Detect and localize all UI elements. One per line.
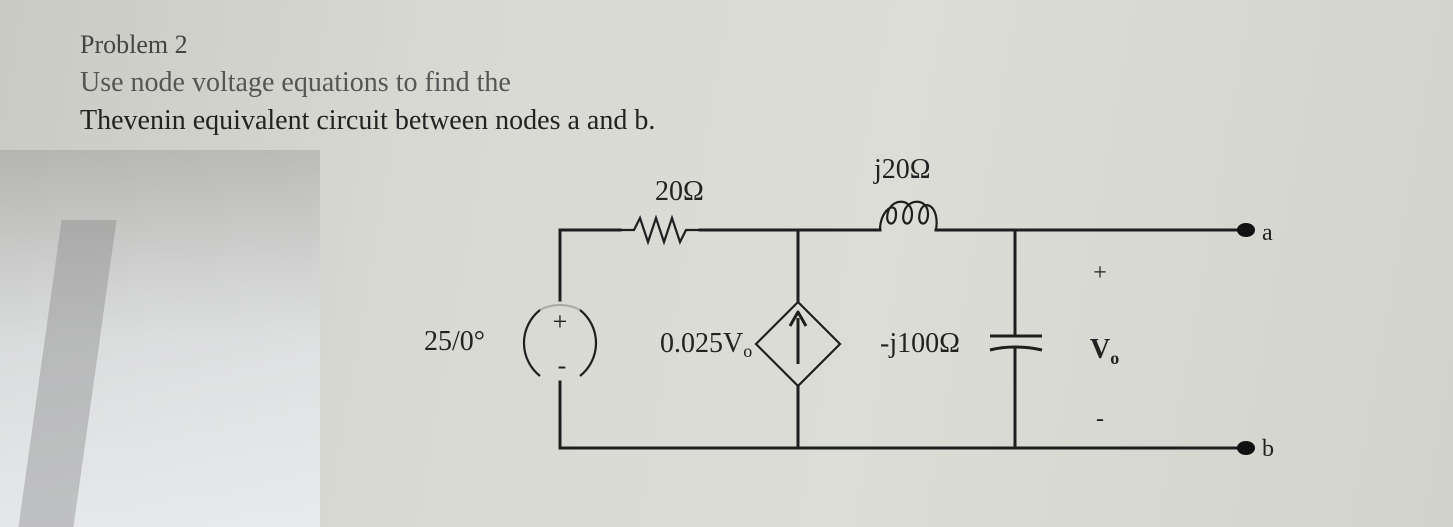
dependent-source-label: 0.025Vo [660,328,752,361]
output-voltage-label: Vo [1090,334,1119,368]
output-plus-sign: + [1093,260,1107,286]
node-a-label: a [1262,220,1273,246]
node-a-terminal [1237,223,1255,237]
problem-line-2: Thevenin equivalent circuit between node… [80,105,656,136]
capacitor-label: -j100Ω [880,328,960,359]
voltage-source [522,303,598,377]
output-minus-sign: - [1096,406,1104,432]
node-b-label: b [1262,436,1274,462]
capacitor [989,334,1043,352]
source-label: 25/0° [424,326,485,357]
dependent-current-source [754,300,842,388]
resistor-20 [618,214,702,246]
source-minus-sign: - [558,351,567,380]
problem-title: Problem 2 [80,30,188,59]
source-plus-sign: + [553,307,568,336]
problem-statement: Problem 2 Use node voltage equations to … [80,26,655,140]
arrow-up-icon [788,310,808,327]
inductor-label: j20Ω [873,154,931,185]
node-b-terminal [1237,441,1255,455]
problem-line-1: Use node voltage equations to find the [80,67,511,98]
inductor-j20 [878,200,938,232]
resistor-label: 20Ω [655,176,704,207]
